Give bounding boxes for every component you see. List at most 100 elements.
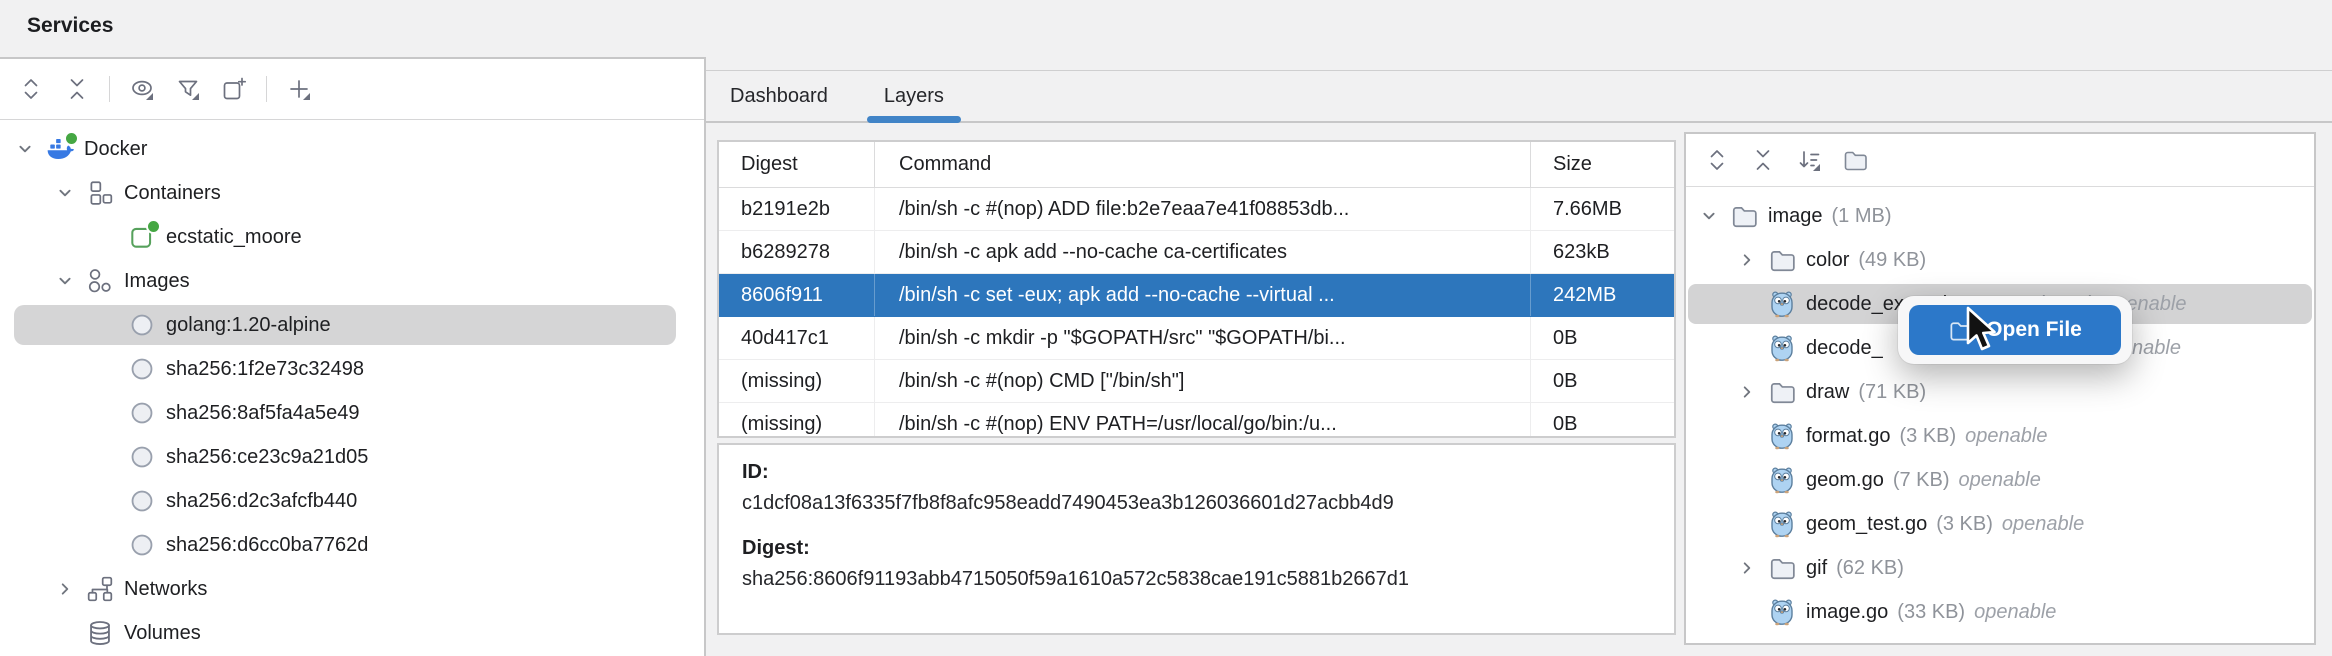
table-cell: 8606f911	[719, 274, 875, 316]
folder-icon	[1730, 202, 1758, 230]
chevron-down-icon[interactable]	[50, 178, 80, 208]
dropdown-corner-icon	[146, 93, 153, 100]
tab-layers[interactable]: Layers	[866, 71, 961, 123]
chevron-down-icon[interactable]	[50, 266, 80, 296]
tree-item-label: Volumes	[124, 621, 201, 644]
services-tree-item-sha256-1f2e73c32498[interactable]: sha256:1f2e73c32498	[0, 347, 704, 391]
file-tree-item-geom-go[interactable]: geom.go(7 KB)openable	[1686, 458, 2314, 502]
file-size: (10 KB)	[1941, 645, 2009, 646]
table-row[interactable]: 40d417c1/bin/sh -c mkdir -p "$GOPATH/src…	[719, 317, 1674, 360]
go-gopher-icon	[1768, 510, 1796, 538]
file-tree-item-decode-[interactable]: decode_nable	[1686, 326, 2314, 370]
chevron-right-icon[interactable]	[50, 574, 80, 604]
services-tree-item-networks[interactable]: Networks	[0, 567, 704, 611]
folder-icon	[1768, 378, 1796, 406]
services-tree-item-containers[interactable]: Containers	[0, 171, 704, 215]
docker-icon	[46, 131, 79, 163]
tree-item-label: sha256:d2c3afcfb440	[166, 489, 358, 512]
layer-files-panel: image(1 MB)color(49 KB)decode_example_te…	[1684, 132, 2316, 645]
table-cell: /bin/sh -c mkdir -p "$GOPATH/src" "$GOPA…	[875, 317, 1531, 359]
add-service-button[interactable]	[276, 66, 322, 112]
open-file-label: Open File	[1986, 318, 2082, 341]
open-in-new-tab-button[interactable]	[211, 66, 257, 112]
file-tree-item-image-go[interactable]: image.go(33 KB)openable	[1686, 590, 2314, 634]
digest-label: Digest:	[742, 537, 810, 559]
services-toolbar	[0, 59, 704, 120]
filter-icon	[175, 76, 201, 102]
chevron-spacer	[1732, 333, 1762, 363]
services-tree-item-sha256-d2c3afcfb440[interactable]: sha256:d2c3afcfb440	[0, 479, 704, 523]
services-tree-item-ecstatic-moore[interactable]: ecstatic_moore	[0, 215, 704, 259]
openable-flag: openable	[1965, 424, 2048, 447]
table-row[interactable]: (missing)/bin/sh -c #(nop) CMD ["/bin/sh…	[719, 360, 1674, 403]
expand-all-icon	[1704, 147, 1730, 173]
go-gopher-icon	[1768, 334, 1796, 362]
file-tree-item-format-go[interactable]: format.go(3 KB)openable	[1686, 414, 2314, 458]
file-name: image	[1768, 204, 1823, 227]
table-row[interactable]: b6289278/bin/sh -c apk add --no-cache ca…	[719, 231, 1674, 274]
chevron-spacer	[1732, 421, 1762, 451]
chevron-down-icon[interactable]	[1694, 201, 1724, 231]
folder-icon	[1948, 318, 1973, 343]
chevron-right-icon[interactable]	[1732, 553, 1762, 583]
services-tree-item-images[interactable]: Images	[0, 259, 704, 303]
expand-all-button[interactable]	[1694, 137, 1740, 183]
file-name: gif	[1806, 556, 1828, 579]
file-size: (3 KB)	[1899, 424, 1957, 447]
services-tree-item-sha256-8af5fa4a5e49[interactable]: sha256:8af5fa4a5e49	[0, 391, 704, 435]
column-header-size[interactable]: Size	[1553, 153, 1592, 175]
file-tree-item-color[interactable]: color(49 KB)	[1686, 238, 2314, 282]
dropdown-corner-icon	[1813, 164, 1820, 171]
table-row[interactable]: b2191e2b/bin/sh -c #(nop) ADD file:b2e7e…	[719, 188, 1674, 231]
folder-button[interactable]	[1832, 137, 1878, 183]
column-header-command[interactable]: Command	[875, 142, 1531, 187]
show-options-button[interactable]	[119, 66, 165, 112]
file-size: (7 KB)	[1892, 468, 1950, 491]
file-tree-item-geom-test-go[interactable]: geom_test.go(3 KB)openable	[1686, 502, 2314, 546]
files-tree: image(1 MB)color(49 KB)decode_example_te…	[1686, 187, 2314, 646]
table-cell: (missing)	[719, 360, 875, 402]
go-gopher-icon	[1768, 598, 1796, 626]
services-tree-item-sha256-d6cc0ba7762d[interactable]: sha256:d6cc0ba7762d	[0, 523, 704, 567]
services-tree-item-sha256-ce23c9a21d05[interactable]: sha256:ce23c9a21d05	[0, 435, 704, 479]
image-circle-icon	[128, 355, 156, 383]
file-tree-item-image-test-go[interactable]: image_test.go(10 KB)openable	[1686, 634, 2314, 646]
open-in-new-tab-icon	[221, 76, 247, 102]
image-circle-icon	[128, 399, 156, 427]
services-tree-item-golang-1-20-alpine[interactable]: golang:1.20-alpine	[0, 303, 704, 347]
table-cell: 242MB	[1553, 283, 1617, 306]
file-tree-item-draw[interactable]: draw(71 KB)	[1686, 370, 2314, 414]
collapse-all-button[interactable]	[54, 66, 100, 112]
file-tree-item-image[interactable]: image(1 MB)	[1686, 194, 2314, 238]
table-cell: 0B	[1553, 412, 1578, 435]
file-size: (49 KB)	[1858, 248, 1927, 271]
show-options-icon	[129, 76, 155, 102]
tab-dashboard[interactable]: Dashboard	[730, 71, 828, 121]
digest-value: sha256:8606f91193abb4715050f59a1610a572c…	[742, 568, 1409, 590]
image-circle-icon	[128, 487, 156, 515]
file-size: (3 KB)	[1936, 512, 1993, 535]
go-gopher-icon	[1768, 422, 1796, 450]
sort-icon	[1796, 147, 1822, 173]
table-row[interactable]: (missing)/bin/sh -c #(nop) ENV PATH=/usr…	[719, 403, 1674, 436]
chevron-right-icon[interactable]	[1732, 245, 1762, 275]
tree-item-label: Images	[124, 269, 190, 292]
chevron-down-icon[interactable]	[10, 134, 40, 164]
id-value: c1dcf08a13f6335f7fb8f8afc958eadd7490453e…	[742, 492, 1394, 514]
sort-button[interactable]	[1786, 137, 1832, 183]
file-tree-item-gif[interactable]: gif(62 KB)	[1686, 546, 2314, 590]
open-file-button[interactable]: Open File	[1909, 305, 2121, 355]
column-header-digest[interactable]: Digest	[719, 142, 875, 187]
collapse-all-button[interactable]	[1740, 137, 1786, 183]
services-tree-item-docker[interactable]: Docker	[0, 127, 704, 171]
services-tree-item-volumes[interactable]: Volumes	[0, 611, 704, 655]
tree-item-label: sha256:1f2e73c32498	[166, 357, 364, 380]
collapse-all-icon	[64, 76, 90, 102]
chevron-spacer	[1732, 289, 1762, 319]
filter-button[interactable]	[165, 66, 211, 112]
chevron-right-icon[interactable]	[1732, 377, 1762, 407]
expand-all-button[interactable]	[8, 66, 54, 112]
table-row[interactable]: 8606f911/bin/sh -c set -eux; apk add --n…	[719, 274, 1674, 317]
